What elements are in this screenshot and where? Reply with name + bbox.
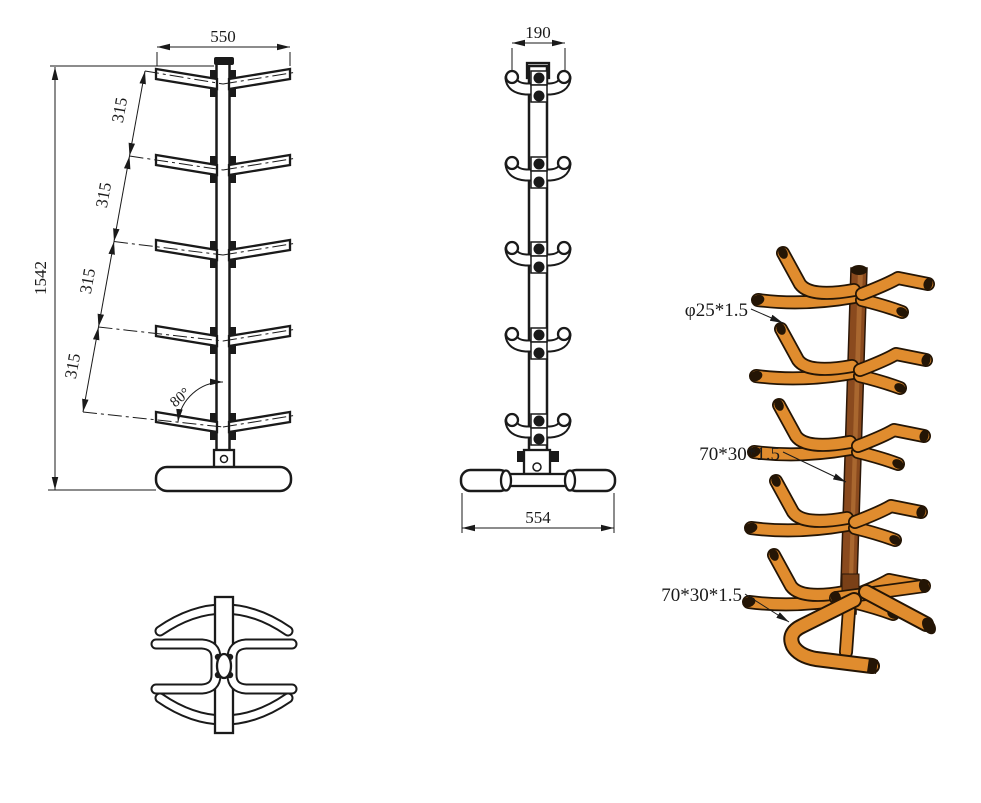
front-base bbox=[154, 448, 293, 493]
dim-side-width: 190 bbox=[511, 23, 566, 70]
dim-315-label-4: 315 bbox=[61, 352, 84, 380]
label-column-tube: 70*30*1.5 bbox=[699, 444, 780, 465]
iso-callouts: φ25*1.5 70*30*1.5 70*30*1.5 bbox=[661, 300, 847, 623]
top-view-center-bolt bbox=[214, 652, 234, 680]
dim-80deg-label: 80° bbox=[167, 385, 193, 411]
dim-top-width: 550 bbox=[156, 27, 291, 66]
iso-arms bbox=[742, 246, 935, 621]
dim-190-label: 190 bbox=[525, 23, 551, 42]
side-view: 190 554 bbox=[459, 23, 617, 533]
dim-315-label-3: 315 bbox=[76, 267, 99, 295]
front-view: 550 1542 315 315 315 315 80° bbox=[31, 27, 298, 493]
front-arms bbox=[82, 67, 298, 440]
dim-spacing-chain: 315 315 315 315 bbox=[61, 70, 146, 413]
dim-554-label: 554 bbox=[525, 508, 551, 527]
label-base-tube: 70*30*1.5 bbox=[661, 585, 742, 606]
iso-base bbox=[783, 573, 936, 674]
iso-view: φ25*1.5 70*30*1.5 70*30*1.5 bbox=[661, 246, 936, 674]
top-view bbox=[150, 595, 298, 735]
dim-315-label-1: 315 bbox=[108, 96, 131, 124]
dim-550-label: 550 bbox=[210, 27, 236, 46]
dim-315-label-2: 315 bbox=[92, 181, 115, 209]
side-base bbox=[459, 448, 617, 493]
dim-height: 1542 bbox=[31, 65, 214, 491]
side-arms bbox=[504, 69, 572, 446]
dim-base-width: 554 bbox=[461, 493, 615, 533]
dim-1542-label: 1542 bbox=[31, 261, 50, 295]
label-arm-tube: φ25*1.5 bbox=[685, 300, 748, 321]
